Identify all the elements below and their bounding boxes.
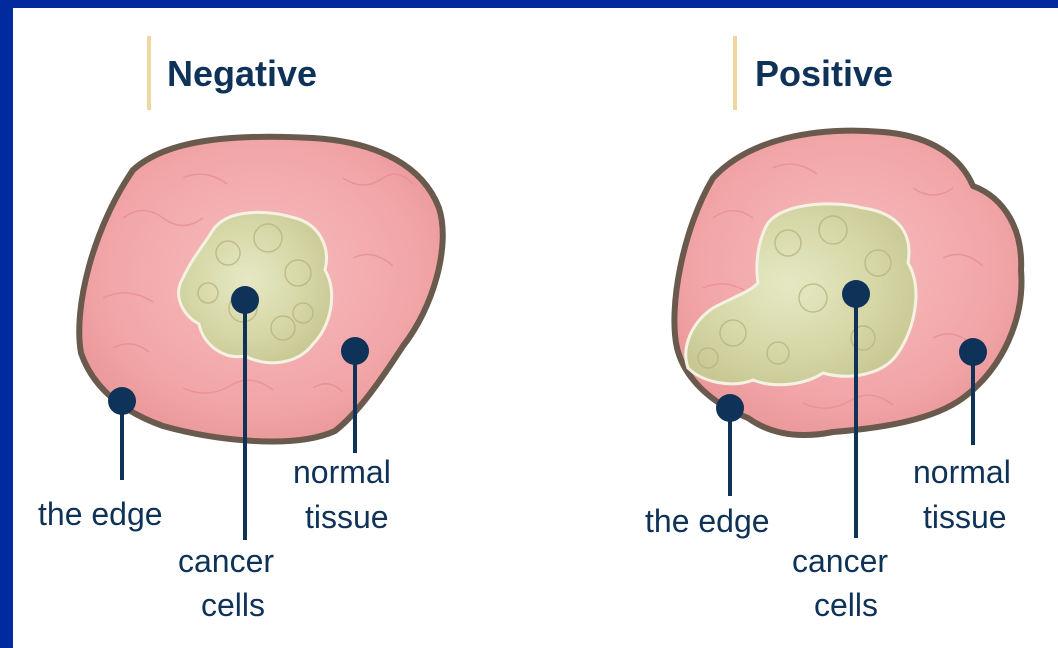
label-the-edge: the edge <box>38 496 163 532</box>
label-normal: normal <box>293 454 391 490</box>
panel-title: Negative <box>167 53 317 94</box>
edge-pointer <box>716 394 744 496</box>
label-cancer: cancer <box>178 543 274 579</box>
diagram-frame: Negative <box>13 8 1058 648</box>
label-normal: normal <box>913 454 1011 490</box>
title-rule <box>733 36 737 110</box>
margin-diagram: Negative <box>13 8 1058 648</box>
label-cancer: cancer <box>792 543 888 579</box>
label-cells: cells <box>814 587 878 623</box>
panel-negative: Negative <box>38 36 443 623</box>
title-rule <box>147 36 151 110</box>
panel-positive: Positive <box>645 36 1021 623</box>
label-tissue: tissue <box>305 499 389 535</box>
label-tissue: tissue <box>923 499 1007 535</box>
edge-pointer <box>108 387 136 480</box>
label-cells: cells <box>201 587 265 623</box>
panel-title: Positive <box>755 53 893 94</box>
label-the-edge: the edge <box>645 503 770 539</box>
